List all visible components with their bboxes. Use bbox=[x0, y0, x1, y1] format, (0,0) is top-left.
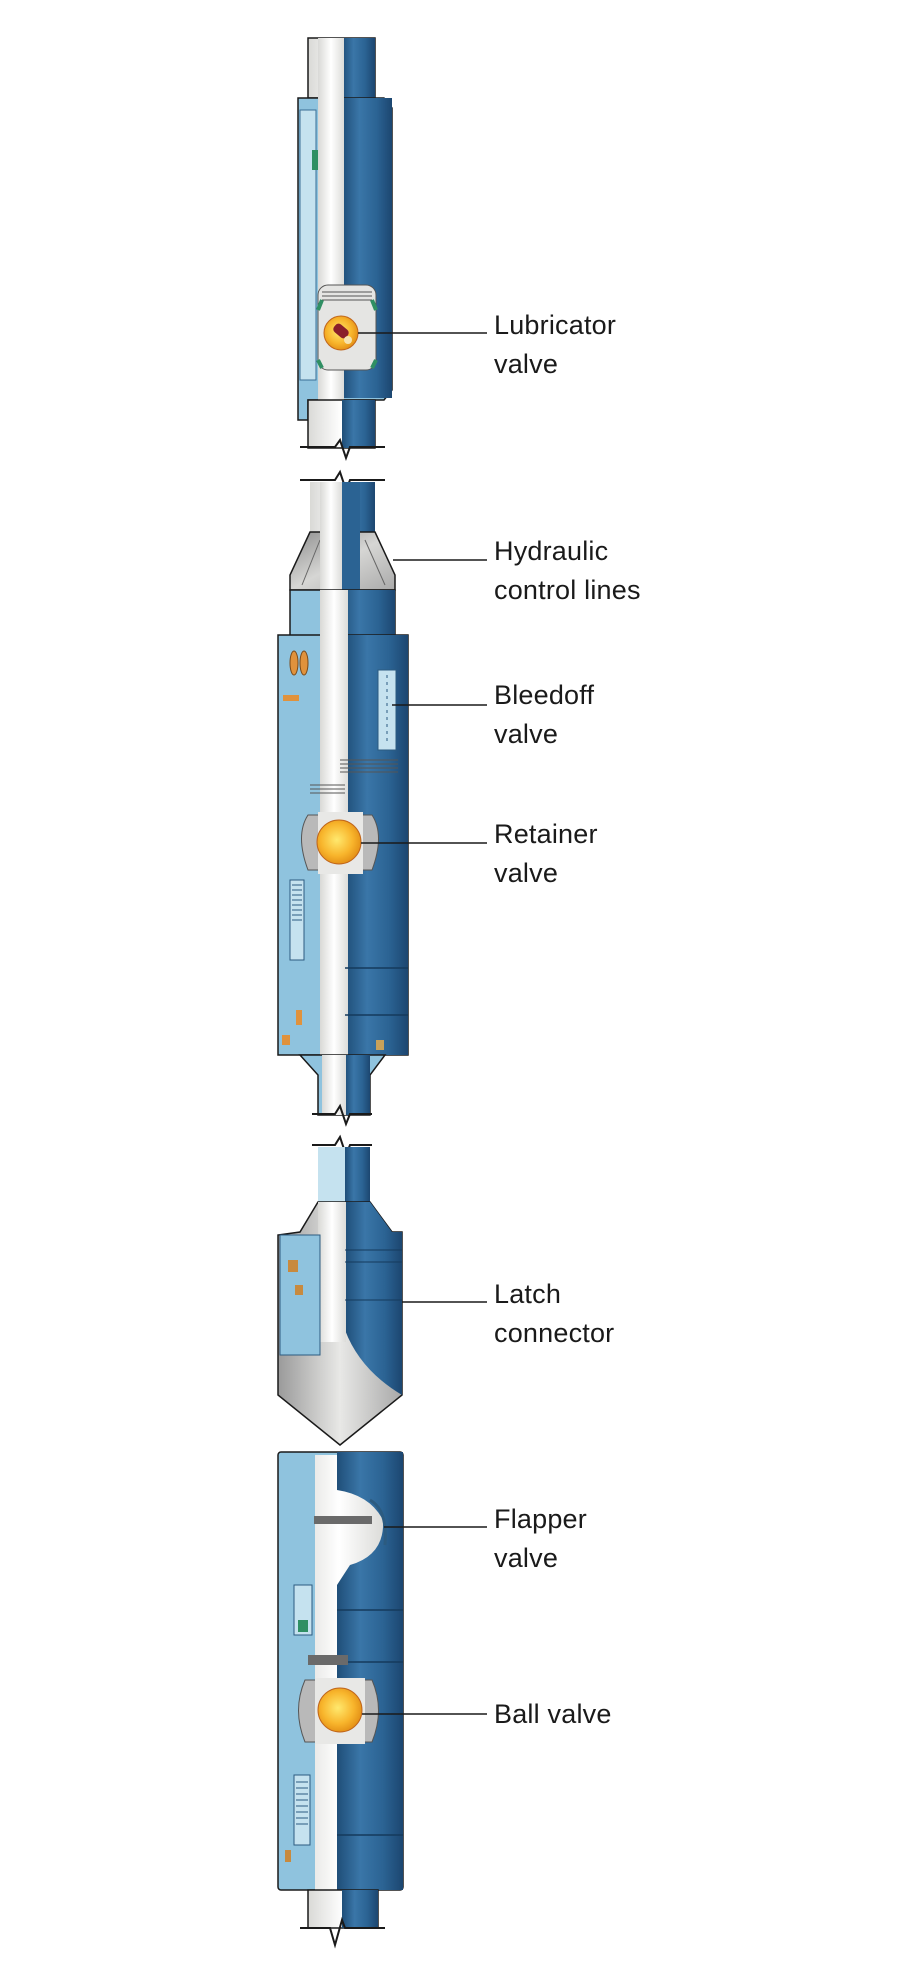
label-line: valve bbox=[494, 858, 559, 888]
label-line: Ball valve bbox=[494, 1699, 612, 1729]
section-latch bbox=[277, 1134, 403, 1446]
label-line: Bleedoff bbox=[494, 680, 595, 710]
label-bleedoff-valve: Bleedoff valve bbox=[494, 676, 594, 754]
leader-lines bbox=[358, 332, 487, 1715]
label-hydraulic-control-lines: Hydraulic control lines bbox=[494, 532, 641, 610]
label-line: control lines bbox=[494, 575, 641, 605]
section-retainer bbox=[277, 469, 409, 1127]
label-ball-valve: Ball valve bbox=[494, 1695, 612, 1734]
label-line: valve bbox=[494, 719, 559, 749]
label-lubricator-valve: Lubricator valve bbox=[494, 306, 616, 384]
label-line: valve bbox=[494, 349, 559, 379]
label-retainer-valve: Retainer valve bbox=[494, 815, 598, 893]
label-flapper-valve: Flapper valve bbox=[494, 1500, 587, 1578]
section-lubricator bbox=[297, 37, 393, 462]
label-line: valve bbox=[494, 1543, 559, 1573]
label-line: Retainer bbox=[494, 819, 598, 849]
label-line: connector bbox=[494, 1318, 615, 1348]
section-flapper-ball bbox=[277, 1451, 404, 1949]
label-line: Flapper bbox=[494, 1504, 587, 1534]
label-latch-connector: Latch connector bbox=[494, 1275, 614, 1353]
label-line: Latch bbox=[494, 1279, 562, 1309]
label-line: Lubricator bbox=[494, 310, 617, 340]
label-line: Hydraulic bbox=[494, 536, 609, 566]
